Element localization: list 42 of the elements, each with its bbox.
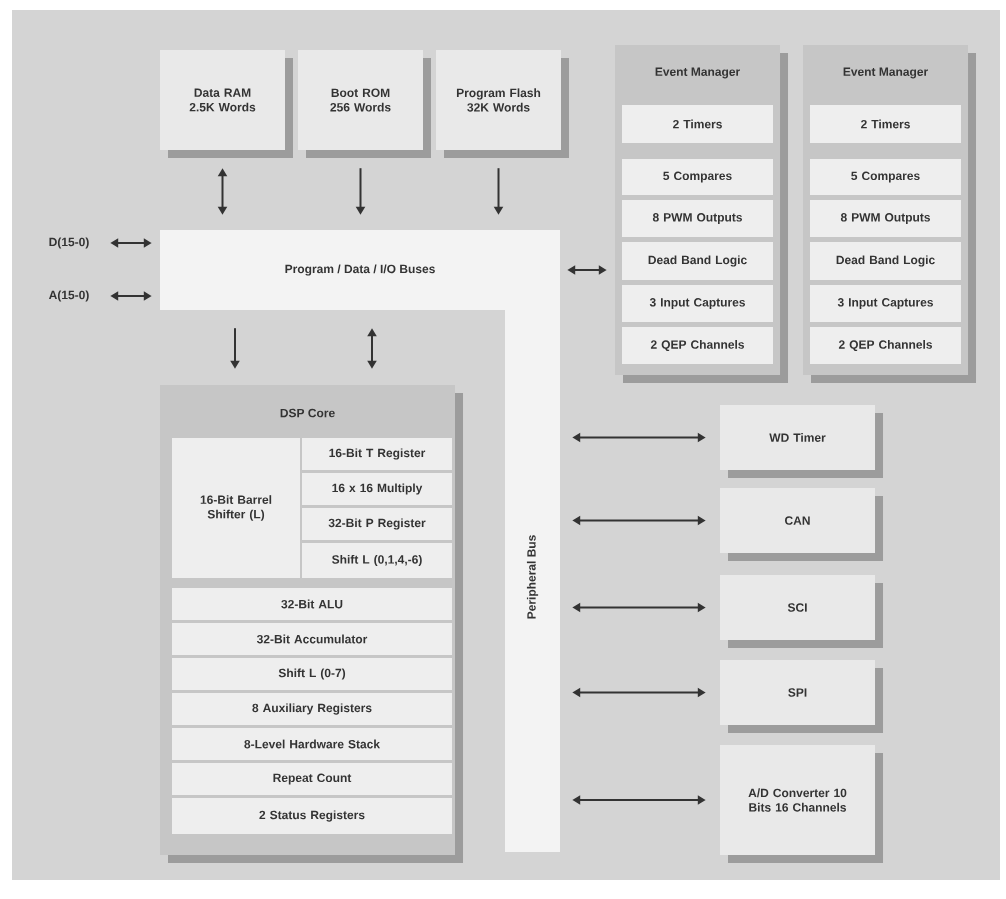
register-cell: 2 Timers (810, 105, 961, 143)
register-cell: Repeat Count (172, 763, 452, 795)
node-label: 16-Bit Barrel Shifter (L) (200, 495, 272, 521)
memory-box: SPI (720, 660, 883, 733)
memory-box: CAN (720, 488, 883, 561)
register-cell: Dead Band Logic (810, 242, 961, 280)
bus-band: Program / Data / I/O Buses (160, 230, 560, 310)
register-cell: 2 Status Registers (172, 798, 452, 834)
bus-pin-label: A(15-0) (48, 290, 89, 302)
register-cell: 16 x 16 Multiply (302, 473, 452, 505)
node-label: Peripheral Bus (526, 535, 539, 619)
register-cell: 5 Compares (622, 159, 773, 195)
memory-box: SCI (720, 575, 883, 648)
node-label: 16 x 16 Multiply (332, 483, 423, 495)
bus-pin-label: D(15-0) (49, 237, 89, 249)
register-cell: 2 QEP Channels (622, 327, 773, 364)
node-label: Shift L (0,1,4,-6) (332, 554, 422, 567)
register-cell: 32-Bit ALU (172, 588, 452, 620)
register-cell: 3 Input Captures (810, 285, 961, 322)
register-cell: 32-Bit Accumulator (172, 623, 452, 655)
register-cell: 32-Bit P Register (302, 508, 452, 540)
register-cell: 8 PWM Outputs (810, 200, 961, 237)
register-cell: 16-Bit T Register (302, 438, 452, 470)
register-cell: Shift L (0,1,4,-6) (302, 543, 452, 578)
register-cell: 2 Timers (622, 105, 773, 143)
memory-box: Data RAM 2.5K Words (160, 50, 293, 158)
register-cell: 8 Auxiliary Registers (172, 693, 452, 725)
register-cell: 16-Bit Barrel Shifter (L) (172, 438, 300, 578)
node-label: 16-Bit T Register (329, 448, 426, 460)
memory-box: WD Timer (720, 405, 883, 478)
register-cell: 3 Input Captures (622, 285, 773, 322)
register-cell: 8 PWM Outputs (622, 200, 773, 237)
register-cell: 5 Compares (810, 159, 961, 195)
register-cell: Dead Band Logic (622, 242, 773, 280)
register-cell: 2 QEP Channels (810, 327, 961, 364)
memory-box: A/D Converter 10 Bits 16 Channels (720, 745, 883, 863)
register-cell: Shift L (0-7) (172, 658, 452, 690)
node-label: 32-Bit P Register (328, 518, 426, 530)
memory-box: Boot ROM 256 Words (298, 50, 431, 158)
peripheral-bus-bar: Peripheral Bus (505, 302, 560, 852)
register-cell: 8-Level Hardware Stack (172, 728, 452, 760)
memory-box: Program Flash 32K Words (436, 50, 569, 158)
